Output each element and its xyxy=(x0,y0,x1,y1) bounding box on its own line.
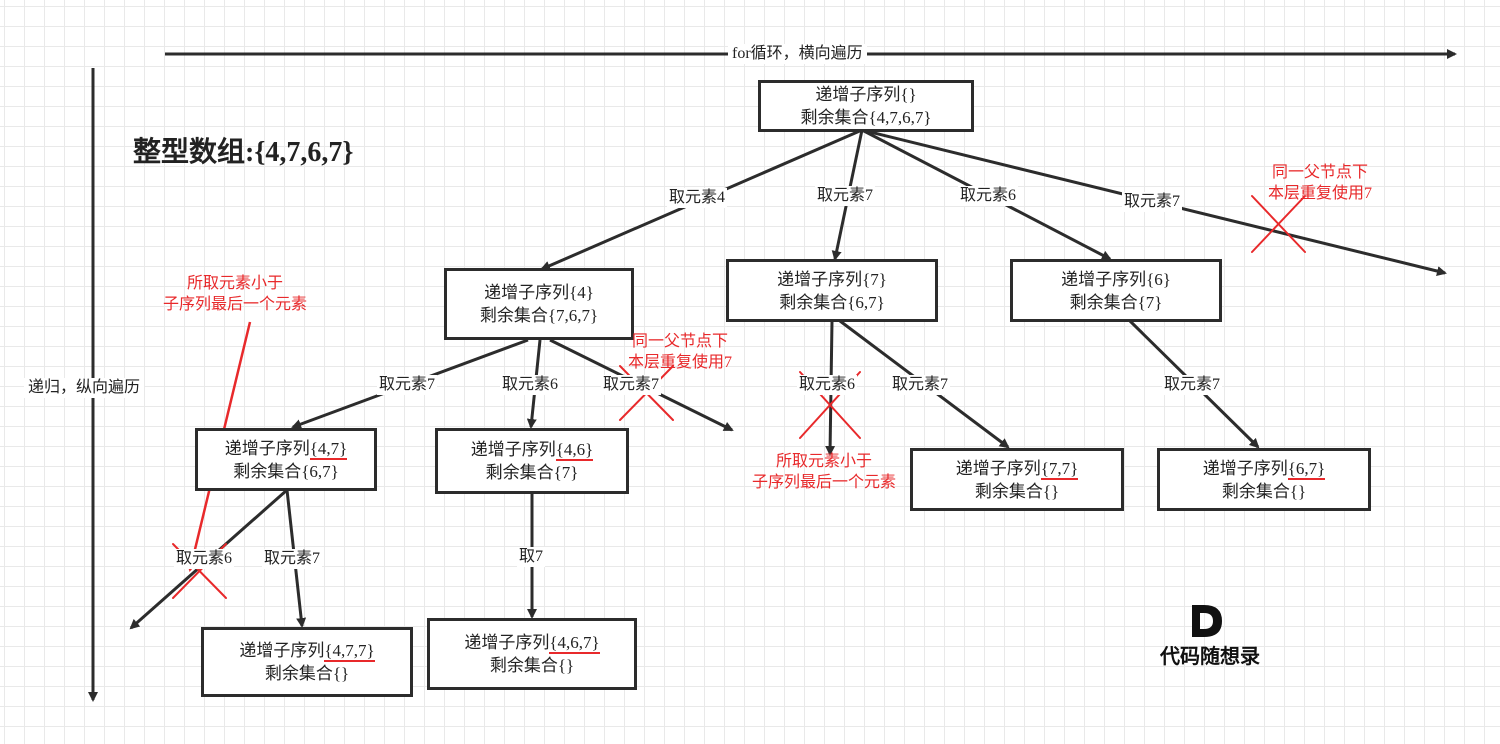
node-77-remaining: 剩余集合{} xyxy=(974,481,1060,501)
edge-label-n6-7: 取元素7 xyxy=(1162,375,1223,395)
node-67-remaining: 剩余集合{} xyxy=(1221,481,1307,501)
node-4: 递增子序列{4} 剩余集合{7,6,7} xyxy=(444,268,634,340)
node-root-remaining: 剩余集合{4,7,6,7} xyxy=(800,108,932,127)
annotation-same-parent-2: 同一父节点下 本层重复使用7 xyxy=(628,333,733,371)
node-root-sequence: 递增子序列{} xyxy=(815,85,917,104)
edge-label-n46-7: 取7 xyxy=(517,547,546,567)
node-47: 递增子序列{4,7} 剩余集合{6,7} xyxy=(195,428,377,491)
node-477-sequence: {4,7,7} xyxy=(324,641,375,662)
node-47-remaining: 剩余集合{6,7} xyxy=(233,461,339,481)
node-77: 递增子序列{7,7} 剩余集合{} xyxy=(910,448,1124,511)
node-4-remaining: 剩余集合{7,6,7} xyxy=(479,306,599,325)
node-46: 递增子序列{4,6} 剩余集合{7} xyxy=(435,428,629,494)
node-46-sequence: {4,6} xyxy=(555,440,594,461)
logo-text: 代码随想录 xyxy=(1160,644,1260,668)
edge-label-n4-6: 取元素6 xyxy=(500,375,561,395)
annotation-smaller-1: 所取元素小于 子序列最后一个元素 xyxy=(163,275,308,313)
node-47-sequence: {4,7} xyxy=(309,438,348,460)
node-46-prefix: 递增子序列 xyxy=(470,440,556,459)
node-77-sequence: {7,7} xyxy=(1040,458,1079,480)
edge-label-root-4: 取元素4 xyxy=(667,188,728,208)
edge-label-n4-7b: 取元素7 xyxy=(601,375,662,395)
node-467-prefix: 递增子序列 xyxy=(464,633,550,652)
node-477-remaining: 剩余集合{} xyxy=(264,664,350,683)
node-root: 递增子序列{} 剩余集合{4,7,6,7} xyxy=(758,80,974,132)
edge-label-n7-6: 取元素6 xyxy=(797,375,858,395)
node-67-prefix: 递增子序列 xyxy=(1202,458,1288,478)
annotation-smaller-2: 所取元素小于 子序列最后一个元素 xyxy=(752,453,897,491)
vertical-axis-label: 递归，纵向遍历 xyxy=(24,378,145,398)
node-6-remaining: 剩余集合{7} xyxy=(1069,292,1163,312)
edge-label-n47-7: 取元素7 xyxy=(262,549,323,569)
edge-label-root-7b: 取元素7 xyxy=(1122,192,1183,212)
node-6-sequence: 递增子序列{6} xyxy=(1061,269,1171,289)
node-467-sequence: {4,6,7} xyxy=(549,633,600,654)
node-67: 递增子序列{6,7} 剩余集合{} xyxy=(1157,448,1371,511)
horizontal-axis-label: for循环，横向遍历 xyxy=(728,44,867,64)
node-477-prefix: 递增子序列 xyxy=(239,641,325,660)
edge-label-n4-7: 取元素7 xyxy=(377,375,438,395)
edge-label-n47-6: 取元素6 xyxy=(174,549,235,569)
edge-label-n7-7: 取元素7 xyxy=(890,375,951,395)
node-467: 递增子序列{4,6,7} 剩余集合{} xyxy=(427,618,637,690)
node-6: 递增子序列{6} 剩余集合{7} xyxy=(1010,259,1222,322)
node-7: 递增子序列{7} 剩余集合{6,7} xyxy=(726,259,938,322)
node-67-sequence: {6,7} xyxy=(1287,458,1326,480)
array-title: 整型数组:{4,7,6,7} xyxy=(133,137,354,168)
node-467-remaining: 剩余集合{} xyxy=(489,656,575,675)
node-7-sequence: 递增子序列{7} xyxy=(777,269,887,289)
edge-label-root-7: 取元素7 xyxy=(815,186,876,206)
node-77-prefix: 递增子序列 xyxy=(955,458,1041,478)
edge-label-root-6: 取元素6 xyxy=(958,186,1019,206)
logo-d-icon xyxy=(1192,605,1222,637)
prune-cross-root-7 xyxy=(1251,195,1306,253)
node-47-prefix: 递增子序列 xyxy=(224,438,310,458)
node-46-remaining: 剩余集合{7} xyxy=(485,463,579,482)
node-477: 递增子序列{4,7,7} 剩余集合{} xyxy=(201,627,413,697)
brand-logo: 代码随想录 xyxy=(1140,600,1280,670)
node-4-sequence: 递增子序列{4} xyxy=(484,283,594,302)
node-7-remaining: 剩余集合{6,7} xyxy=(779,292,885,312)
annotation-same-parent-1: 同一父节点下 本层重复使用7 xyxy=(1268,164,1373,202)
